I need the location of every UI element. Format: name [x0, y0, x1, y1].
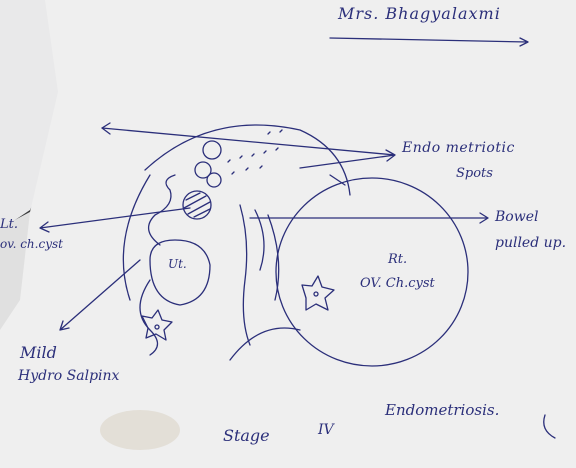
label-endometriosis: Endometriosis. — [385, 403, 499, 418]
label-right-ovary-cyst: OV. Ch.cyst — [360, 277, 435, 290]
label-bowel: Bowel — [495, 210, 538, 224]
label-left: Lt. — [0, 218, 18, 231]
label-hydrosalpinx: Hydro Salpinx — [18, 369, 119, 383]
label-endometriotic: Endo metriotic — [402, 141, 515, 155]
label-left-ovary-cyst: ov. ch.cyst — [0, 238, 63, 250]
label-mild: Mild — [20, 345, 57, 361]
label-stage-number: IV — [318, 423, 334, 437]
label-uterus: Ut. — [168, 258, 187, 270]
patient-name: Mrs. Bhagyalaxmi — [338, 6, 501, 22]
label-right: Rt. — [388, 253, 407, 266]
label-pulled-up: pulled up. — [495, 236, 566, 250]
label-spots: Spots — [456, 167, 493, 180]
label-stage: Stage — [223, 428, 270, 444]
paper-stain — [100, 410, 180, 450]
